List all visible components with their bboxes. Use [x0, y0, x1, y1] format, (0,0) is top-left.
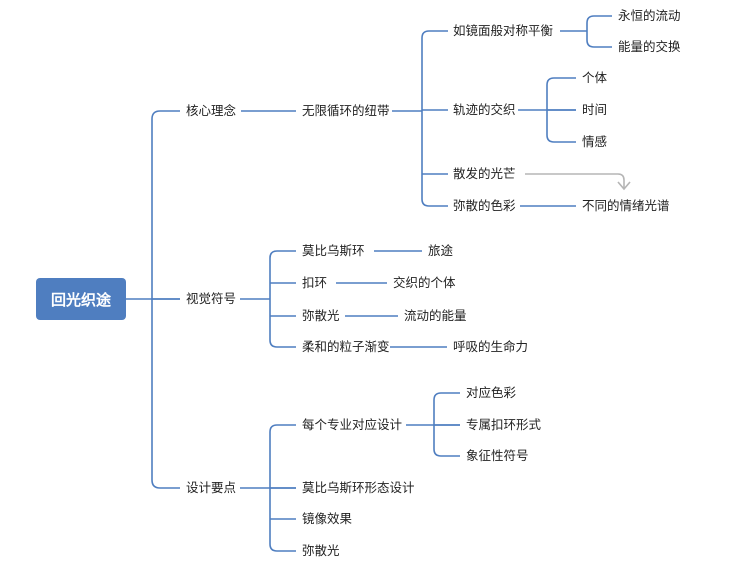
connector-branch-line: [421, 30, 448, 111]
connector-branch-line: [433, 425, 460, 457]
connector-branch-line: [269, 299, 296, 348]
node-eternal-flow[interactable]: 永恒的流动: [618, 8, 681, 23]
connector-branch-line: [269, 250, 296, 299]
node-mobius-ring[interactable]: 莫比乌斯环: [302, 243, 365, 258]
node-individual[interactable]: 个体: [582, 70, 608, 85]
connector-branch-line: [586, 31, 612, 48]
node-diffuse-light-2[interactable]: 弥散光: [302, 543, 340, 558]
node-breathing-vitality[interactable]: 呼吸的生命力: [453, 339, 529, 354]
node-per-major-design[interactable]: 每个专业对应设计: [302, 417, 403, 432]
arrow-head-icon: [617, 181, 631, 191]
arrow-connector-line: [525, 173, 625, 188]
connector-branch-line: [546, 77, 576, 110]
node-diffuse-light[interactable]: 弥散光: [302, 308, 340, 323]
node-custom-buckle-form[interactable]: 专属扣环形式: [466, 417, 542, 432]
node-mirror-symmetry[interactable]: 如镜面般对称平衡: [453, 23, 554, 38]
connector-branch-line: [151, 299, 180, 489]
connector-branch-line: [421, 111, 448, 207]
node-infinite-bond[interactable]: 无限循环的纽带: [302, 103, 390, 118]
node-flowing-energy[interactable]: 流动的能量: [404, 308, 467, 323]
node-buckle-ring[interactable]: 扣环: [302, 275, 328, 290]
connector-branch-line: [433, 392, 460, 425]
node-mirror-effect[interactable]: 镜像效果: [302, 511, 353, 526]
node-particle-gradient[interactable]: 柔和的粒子渐变: [302, 339, 390, 354]
root-label: 回光织途: [50, 290, 111, 309]
node-trajectory-weave[interactable]: 轨迹的交织: [453, 102, 516, 117]
node-time[interactable]: 时间: [582, 102, 608, 117]
connector-branch-line: [269, 424, 296, 488]
connector-branch-line: [546, 110, 576, 143]
node-design-points[interactable]: 设计要点: [186, 480, 237, 495]
node-energy-exchange[interactable]: 能量的交换: [618, 39, 681, 54]
node-woven-individuals[interactable]: 交织的个体: [393, 275, 456, 290]
connector-branch-line: [586, 15, 612, 31]
node-radiant-light[interactable]: 散发的光芒: [453, 166, 516, 181]
connector-branch-line: [151, 110, 180, 299]
node-core-concept[interactable]: 核心理念: [186, 103, 237, 118]
node-visual-symbols[interactable]: 视觉符号: [186, 291, 237, 306]
node-mobius-form-design[interactable]: 莫比乌斯环形态设计: [302, 480, 415, 495]
node-emotion[interactable]: 情感: [582, 134, 608, 149]
node-emotion-spectrum[interactable]: 不同的情绪光谱: [582, 198, 670, 213]
node-symbolic-sign[interactable]: 象征性符号: [466, 448, 529, 463]
node-matching-colors[interactable]: 对应色彩: [466, 385, 517, 400]
node-journey[interactable]: 旅途: [428, 243, 454, 258]
connector-branch-line: [269, 488, 296, 552]
root-node[interactable]: 回光织途: [36, 278, 126, 320]
node-diffuse-colors[interactable]: 弥散的色彩: [453, 198, 516, 213]
